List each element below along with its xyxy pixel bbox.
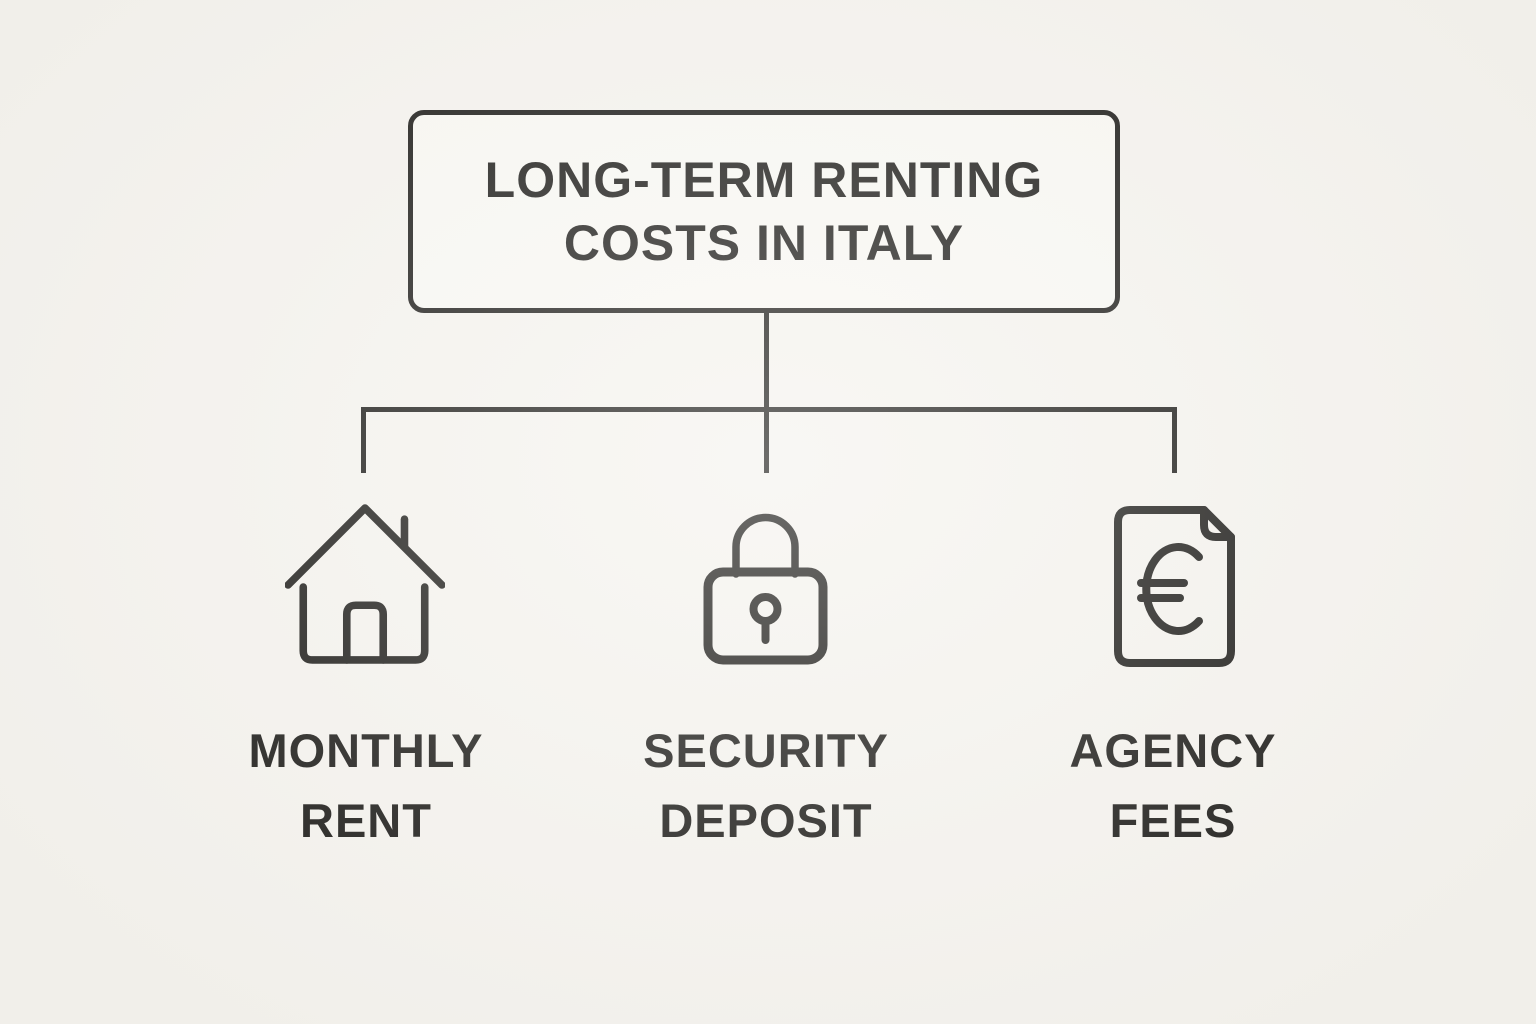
root-node-long-term-renting-costs: LONG-TERM RENTING COSTS IN ITALY — [408, 110, 1120, 313]
connector-drop-right — [1172, 407, 1177, 473]
branch-label-line2: RENT — [300, 794, 432, 847]
connector-stem — [764, 313, 769, 410]
branch-label-agency-fees: AGENCY FEES — [963, 716, 1383, 856]
page-title-line2: COSTS IN ITALY — [563, 214, 965, 271]
connector-horizontal-bar — [361, 407, 1177, 412]
euro-document-icon — [1112, 504, 1237, 669]
branch-label-line1: MONTHLY — [248, 724, 484, 777]
page-title-line1: LONG-TERM RENTING — [484, 151, 1044, 208]
connector-drop-left — [361, 407, 366, 473]
page-title: LONG-TERM RENTING COSTS IN ITALY — [485, 149, 1044, 275]
branch-label-line1: SECURITY — [643, 724, 889, 777]
branch-label-monthly-rent: MONTHLY RENT — [156, 716, 576, 856]
padlock-icon — [703, 506, 828, 666]
branch-label-line1: AGENCY — [1069, 724, 1277, 777]
branch-label-line2: FEES — [1109, 794, 1237, 847]
house-icon — [285, 503, 445, 667]
branch-label-line2: DEPOSIT — [659, 794, 873, 847]
branch-label-security-deposit: SECURITY DEPOSIT — [556, 716, 976, 856]
connector-drop-center — [764, 407, 769, 473]
